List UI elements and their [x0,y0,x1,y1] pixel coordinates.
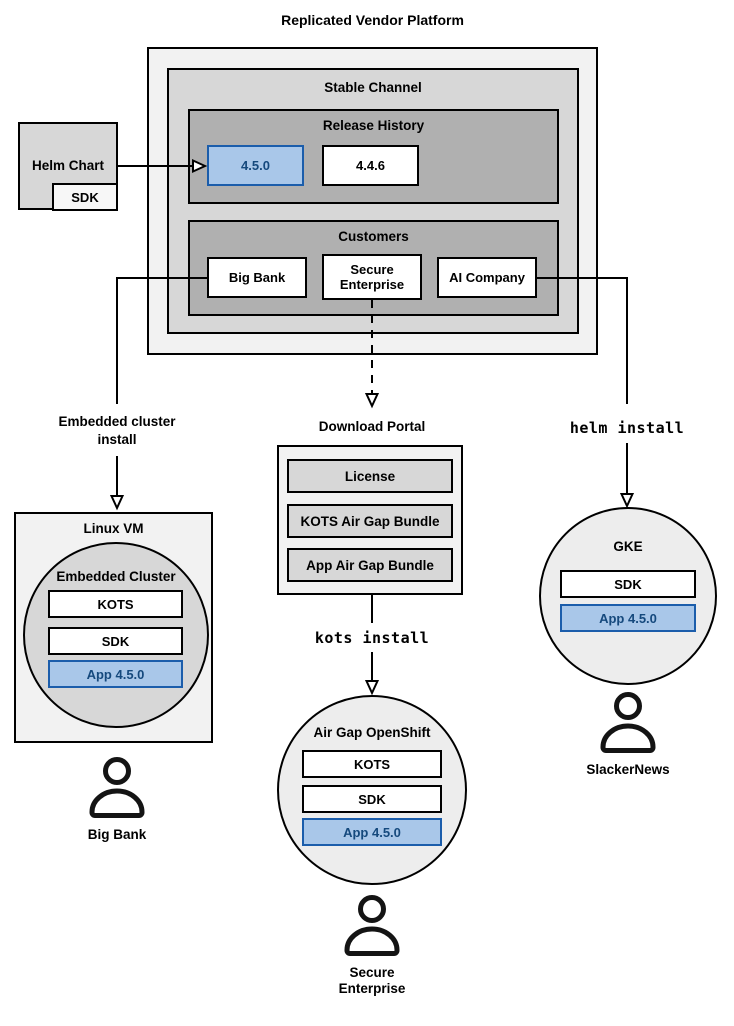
gke-sdk: SDK [560,570,696,598]
person-icon [344,895,400,956]
helm-chart-label: Helm Chart [31,158,104,173]
customer-ai-company: AI Company [437,257,537,298]
arrowhead [109,495,125,511]
persona-slackernews-label: SlackerNews [586,762,670,777]
embedded-cluster-label: Embedded Cluster [56,569,176,584]
embedded-cluster-install-label: Embedded cluster install [58,414,176,447]
portal-kots-airgap-bundle: KOTS Air Gap Bundle [287,504,453,538]
airgap-openshift-app: App 4.5.0 [302,818,442,846]
arrowhead [364,680,380,696]
embedded-cluster-sdk: SDK [48,627,183,655]
airgap-openshift-label: Air Gap OpenShift [313,725,431,740]
embedded-cluster-app: App 4.5.0 [48,660,183,688]
person-icon [600,692,656,753]
diagram-title: Replicated Vendor Platform [281,12,464,28]
customers-label: Customers [338,229,409,244]
linux-vm-label: Linux VM [83,521,144,536]
download-portal-label: Download Portal [318,419,426,434]
persona-secure-enterprise-label: Secure Enterprise [338,965,406,996]
gke-label: GKE [613,539,643,554]
arrowhead [619,493,635,509]
persona-big-bank-label: Big Bank [87,827,147,842]
customer-big-bank: Big Bank [207,257,307,298]
release-history-label: Release History [322,118,425,133]
airgap-openshift-sdk: SDK [302,785,442,813]
airgap-openshift-kots: KOTS [302,750,442,778]
portal-license: License [287,459,453,493]
stable-channel-label: Stable Channel [324,80,422,95]
portal-app-airgap-bundle: App Air Gap Bundle [287,548,453,582]
helm-install-command: helm install [569,419,685,437]
release-4-4-6: 4.4.6 [322,145,419,186]
kots-install-command: kots install [314,629,430,647]
arrowhead [364,393,380,409]
customer-secure-enterprise: Secure Enterprise [322,254,422,300]
release-4-5-0: 4.5.0 [207,145,304,186]
gke-app: App 4.5.0 [560,604,696,632]
person-icon [89,757,145,818]
embedded-cluster-kots: KOTS [48,590,183,618]
helm-chart-sdk: SDK [52,183,118,211]
